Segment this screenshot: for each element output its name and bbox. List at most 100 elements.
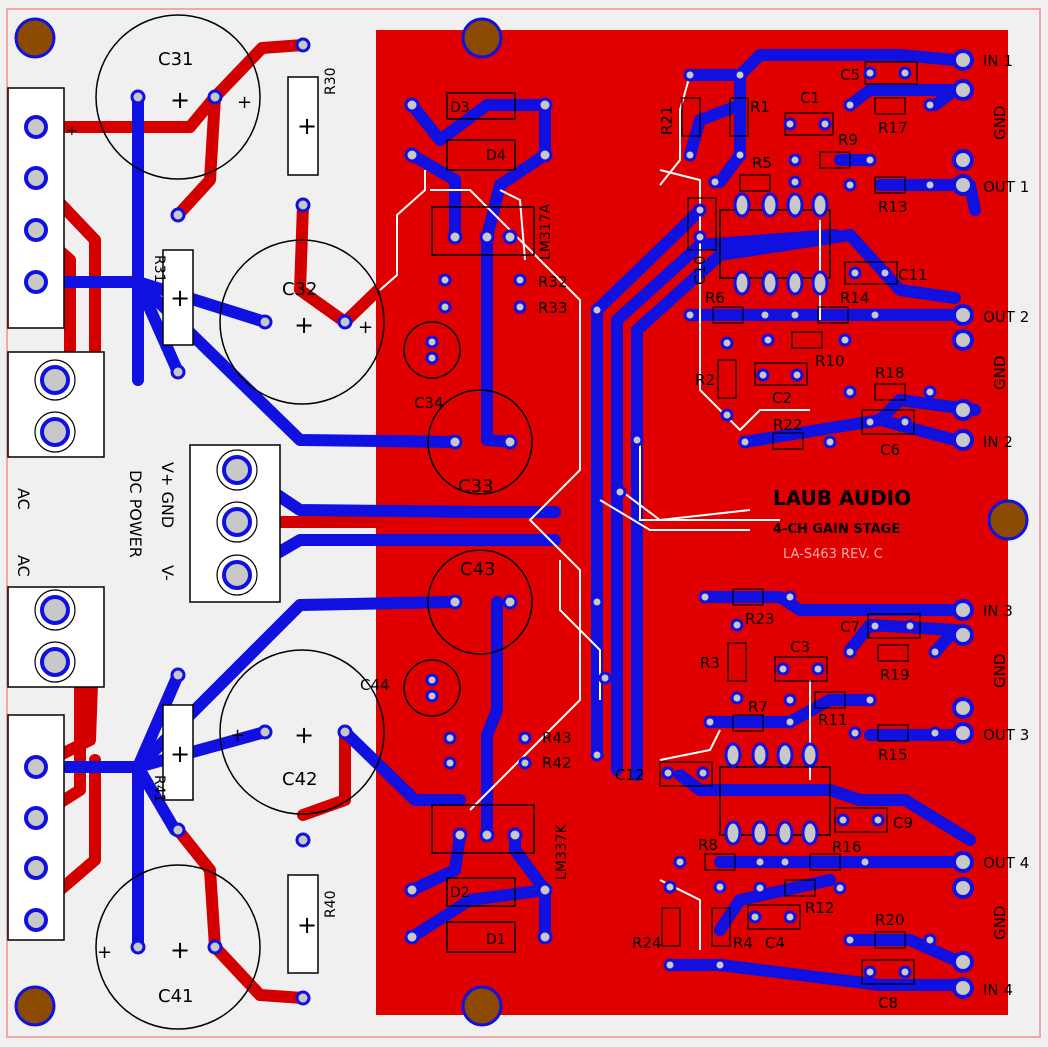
label-C6: C6 bbox=[880, 441, 900, 459]
svg-text:+: + bbox=[170, 284, 190, 312]
label-C10: C10 bbox=[691, 255, 709, 285]
bulk-capacitors bbox=[95, 14, 533, 1030]
label-C2: C2 bbox=[772, 389, 792, 407]
label-R43: R43 bbox=[542, 729, 572, 747]
label-R31: R31 bbox=[151, 255, 167, 283]
label-out1: OUT 1 bbox=[983, 178, 1029, 196]
brand-name: LAUB AUDIO bbox=[773, 486, 911, 510]
svg-text:+: + bbox=[297, 911, 317, 939]
regulators bbox=[431, 92, 535, 953]
label-R1: R1 bbox=[750, 98, 770, 116]
svg-text:+: + bbox=[358, 317, 373, 338]
label-R19: R19 bbox=[880, 666, 910, 684]
mount-hole bbox=[14, 17, 56, 59]
label-R24: R24 bbox=[632, 934, 662, 952]
label-gnd-3: GND bbox=[991, 654, 1009, 688]
label-C32: C32 bbox=[282, 279, 317, 300]
board-title: LAUB AUDIO 4-CH GAIN STAGE LA-S463 REV. … bbox=[773, 486, 911, 562]
svg-text:+: + bbox=[237, 92, 252, 113]
label-C12: C12 bbox=[615, 766, 645, 784]
svg-text:+: + bbox=[230, 725, 245, 746]
label-C43: C43 bbox=[460, 559, 495, 580]
label-R6: R6 bbox=[705, 289, 725, 307]
io-labels: IN 1 OUT 1 OUT 2 IN 2 IN 3 OUT 3 OUT 4 I… bbox=[983, 52, 1029, 999]
mounting-holes bbox=[14, 17, 1029, 1027]
polarity-marks: ++ ++ ++ ++ ++ ++ + bbox=[66, 86, 373, 964]
label-C34: C34 bbox=[414, 394, 444, 412]
power-resistors bbox=[162, 76, 319, 974]
board-revision: LA-S463 REV. C bbox=[783, 547, 883, 562]
capacitor-outline bbox=[427, 549, 533, 655]
pads bbox=[130, 37, 942, 1006]
opamp-pads bbox=[724, 192, 829, 846]
label-out4: OUT 4 bbox=[983, 854, 1029, 872]
label-out3: OUT 3 bbox=[983, 726, 1029, 744]
svg-text:+: + bbox=[294, 721, 314, 749]
capacitor-outline bbox=[403, 321, 461, 379]
label-LM317A: LM317A bbox=[538, 203, 554, 260]
label-D1: D1 bbox=[486, 932, 506, 948]
label-LM337K: LM337K bbox=[554, 823, 570, 880]
label-C5: C5 bbox=[840, 66, 860, 84]
board-outline bbox=[6, 8, 1041, 1038]
svg-text:+: + bbox=[66, 123, 78, 139]
label-C44: C44 bbox=[360, 676, 390, 694]
terminal-pads bbox=[24, 115, 258, 932]
label-in1: IN 1 bbox=[983, 52, 1013, 70]
small-components bbox=[659, 61, 921, 985]
label-R20: R20 bbox=[875, 911, 905, 929]
label-C33: C33 bbox=[458, 476, 493, 497]
label-R2: R2 bbox=[695, 371, 715, 389]
signal-labels: R1 C1 C5 R9 R17 R5 R13 R21 C10 C11 R6 R1… bbox=[615, 66, 928, 1012]
label-v-minus: V- bbox=[158, 565, 177, 581]
label-ac-bottom: AC bbox=[14, 555, 33, 577]
label-R30: R30 bbox=[323, 67, 339, 95]
capacitor-outline bbox=[95, 864, 261, 1030]
label-in4: IN 4 bbox=[983, 981, 1013, 999]
label-R8: R8 bbox=[698, 836, 718, 854]
power-labels: AC AC V+ GND V- DC POWER bbox=[14, 462, 177, 581]
label-C42: C42 bbox=[282, 769, 317, 790]
label-R12: R12 bbox=[805, 899, 835, 917]
label-R40: R40 bbox=[323, 890, 339, 918]
svg-text:+: + bbox=[170, 86, 190, 114]
label-R9: R9 bbox=[838, 131, 858, 149]
label-R33: R33 bbox=[538, 299, 568, 317]
board-subtitle: 4-CH GAIN STAGE bbox=[773, 522, 900, 537]
label-R18: R18 bbox=[875, 364, 905, 382]
capacitor-outline bbox=[219, 239, 385, 405]
label-R41: R41 bbox=[151, 775, 167, 803]
capacitor-outline bbox=[427, 389, 533, 495]
mount-hole bbox=[461, 17, 503, 59]
label-ac-top: AC bbox=[14, 488, 33, 510]
label-D4: D4 bbox=[486, 148, 506, 164]
label-D2: D2 bbox=[450, 885, 470, 901]
label-C9: C9 bbox=[893, 814, 913, 832]
svg-text:+: + bbox=[297, 112, 317, 140]
label-R23: R23 bbox=[745, 610, 775, 628]
label-R13: R13 bbox=[878, 198, 908, 216]
label-R22: R22 bbox=[773, 416, 803, 434]
label-R42: R42 bbox=[542, 754, 572, 772]
label-R11: R11 bbox=[818, 711, 848, 729]
label-R7: R7 bbox=[748, 698, 768, 716]
label-in3: IN 3 bbox=[983, 602, 1013, 620]
label-R21: R21 bbox=[658, 105, 676, 135]
capacitor-outline bbox=[219, 649, 385, 815]
svg-text:+: + bbox=[294, 311, 314, 339]
label-C4: C4 bbox=[765, 934, 785, 952]
label-R10: R10 bbox=[815, 352, 845, 370]
label-v-plus-gnd: V+ GND bbox=[158, 462, 177, 528]
label-C31: C31 bbox=[158, 49, 193, 70]
svg-text:+: + bbox=[97, 942, 112, 963]
mount-hole bbox=[461, 985, 503, 1027]
label-C11: C11 bbox=[898, 266, 928, 284]
label-out2: OUT 2 bbox=[983, 308, 1029, 326]
svg-text:+: + bbox=[170, 936, 190, 964]
label-C7: C7 bbox=[840, 618, 860, 636]
mount-hole bbox=[987, 499, 1029, 541]
label-C1: C1 bbox=[800, 89, 820, 107]
label-in2: IN 2 bbox=[983, 433, 1013, 451]
capacitor-outline bbox=[403, 659, 461, 717]
